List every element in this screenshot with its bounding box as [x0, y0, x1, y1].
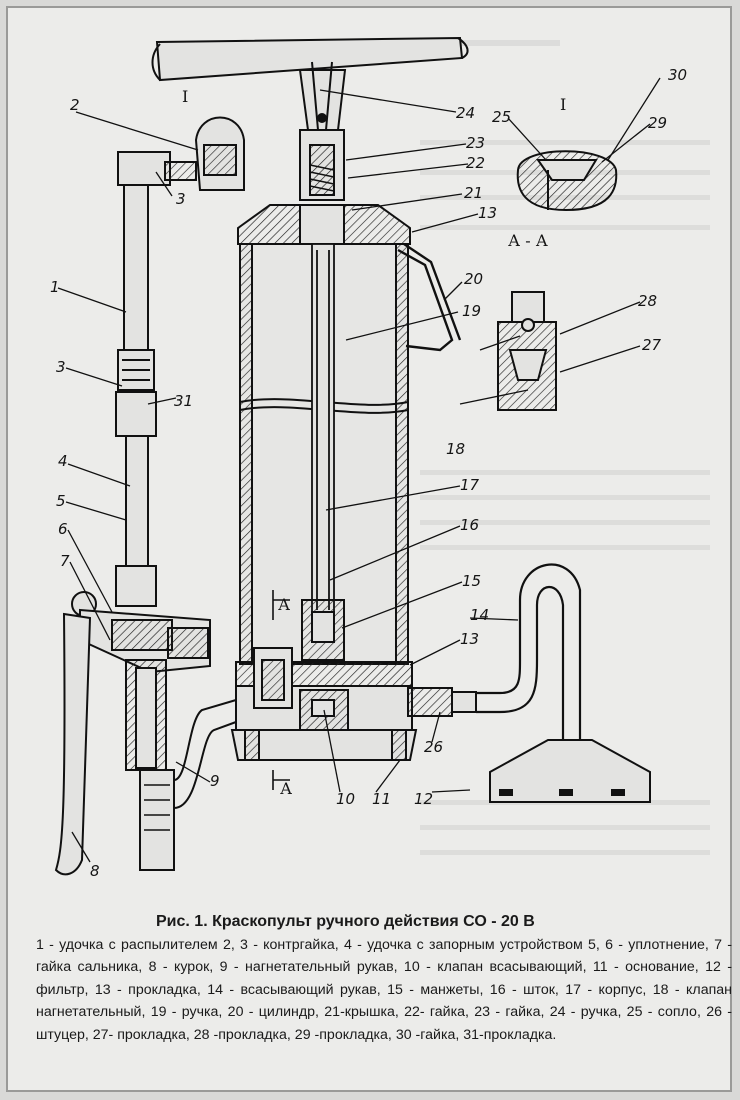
label-9: 9 [210, 772, 220, 790]
cut-mark-top: А [278, 595, 290, 614]
label-29: 29 [648, 114, 667, 132]
label-18: 18 [446, 440, 465, 458]
label-23: 23 [466, 134, 485, 152]
label-12: 12 [414, 790, 433, 808]
label-6: 6 [58, 520, 68, 538]
label-11: 11 [372, 790, 391, 808]
label-17: 17 [460, 476, 480, 494]
detail-marker: I [560, 95, 566, 114]
label-22: 22 [466, 154, 485, 172]
filter [489, 739, 651, 803]
label-7: 7 [60, 552, 70, 570]
label-28: 28 [638, 292, 657, 310]
label-21: 21 [464, 184, 483, 202]
spray-lance [117, 116, 245, 351]
label-13-top: 13 [478, 204, 497, 222]
section-title-a-a: А - А [508, 231, 548, 250]
stem-top [299, 129, 345, 201]
label-4: 4 [58, 452, 68, 470]
label-3: 3 [56, 358, 66, 376]
cut-mark-bottom: А [280, 779, 292, 798]
label-27: 27 [642, 336, 662, 354]
label-25: 25 [492, 108, 511, 126]
leader-lines [57, 77, 661, 863]
label-5: 5 [56, 492, 66, 510]
label-3-top: 3 [176, 190, 186, 208]
section-cut-line [272, 590, 290, 790]
label-15: 15 [462, 572, 481, 590]
label-8: 8 [90, 862, 100, 880]
caption-title: Рис. 1. Краскопульт ручного действия СО … [156, 913, 535, 930]
label-2: 2 [70, 96, 80, 114]
pressure-hose [139, 699, 237, 871]
piston-cuffs [301, 599, 345, 661]
label-10: 10 [336, 790, 355, 808]
label-24: 24 [456, 104, 475, 122]
suction-hose [476, 563, 582, 740]
label-14: 14 [470, 606, 489, 624]
label-19: 19 [462, 302, 481, 320]
detail-I [516, 150, 618, 212]
label-1: 1 [50, 278, 60, 296]
part-labels: 2 3 1 3 31 4 5 6 7 8 9 10 11 12 26 13 14… [50, 66, 687, 880]
sprayer-drawing: 2 3 1 3 31 4 5 6 7 8 9 10 11 12 26 13 14… [50, 36, 710, 880]
label-13: 13 [460, 630, 479, 648]
caption-legend: 1 - удочка с распылителем 2, 3 - контрга… [36, 937, 732, 1043]
shutoff-valve [54, 565, 211, 876]
label-16: 16 [460, 516, 479, 534]
figure-caption: Рис. 1. Краскопульт ручного действия СО … [36, 910, 732, 1046]
t-handle [151, 36, 469, 131]
label-20: 20 [464, 270, 483, 288]
label-30: 30 [668, 66, 687, 84]
label-26: 26 [424, 738, 443, 756]
section-A-A [497, 291, 557, 411]
pump-body [230, 647, 418, 761]
label-31: 31 [174, 392, 193, 410]
section-markers: I I А - А А А [182, 87, 566, 798]
piston-stem [311, 243, 335, 615]
cylinder-cover [237, 204, 411, 245]
detail-marker-top: I [182, 87, 188, 106]
suction-fitting [407, 687, 477, 717]
lance-joint [115, 349, 157, 567]
